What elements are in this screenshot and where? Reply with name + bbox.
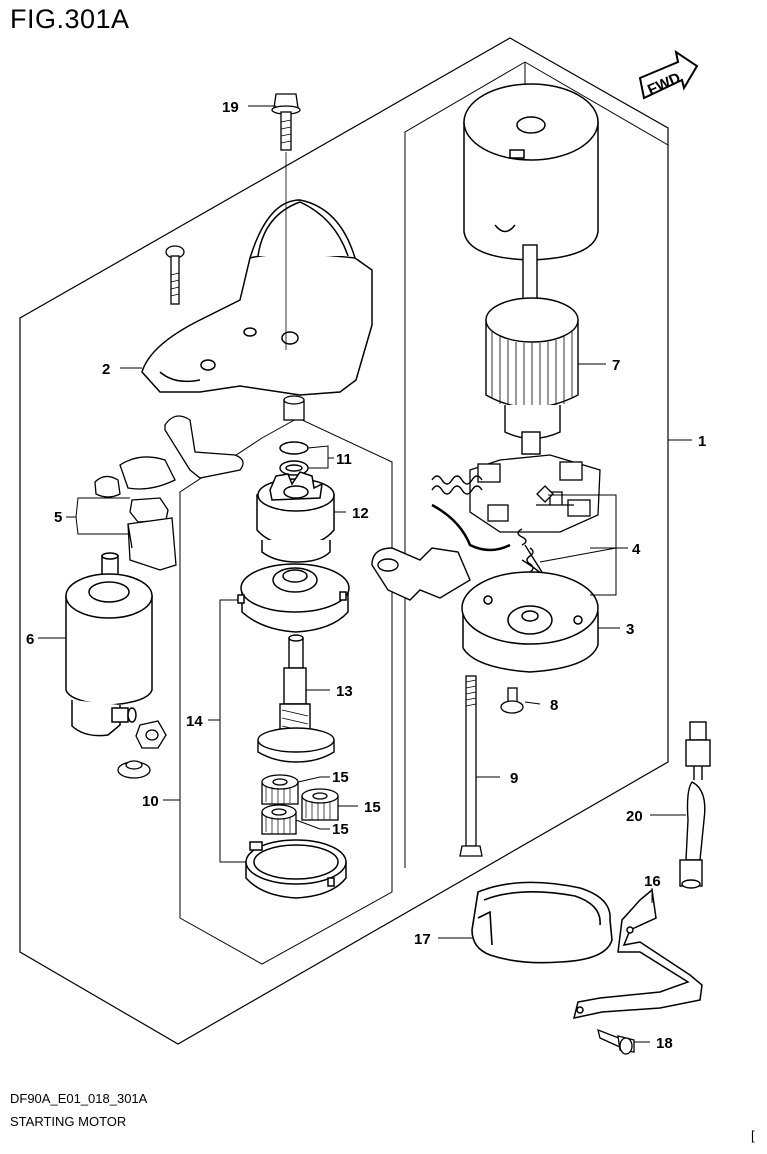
fwd-arrow-icon: FWD: [638, 49, 699, 100]
front-housing: [141, 199, 373, 396]
callout-14: 14: [186, 713, 203, 730]
snap-ring: [279, 441, 309, 455]
callout-18: 18: [656, 1035, 673, 1052]
packing-piece: [129, 497, 169, 523]
callout-15b: 15: [364, 799, 381, 816]
mounting-bracket: [572, 888, 703, 1019]
drive-subassembly-outline: [179, 417, 393, 965]
terminal-lug: [371, 547, 471, 601]
callout-19: 19: [222, 99, 239, 116]
callout-15c: 15: [332, 821, 349, 838]
figure-code: DF90A_E01_018_301A: [10, 1091, 148, 1106]
callout-1: 1: [698, 433, 706, 450]
end-cover: [461, 571, 599, 673]
pinion-gear: [256, 471, 335, 563]
callout-12: 12: [352, 505, 369, 522]
figure-caption: STARTING MOTOR: [10, 1114, 127, 1129]
nut: [117, 760, 151, 779]
brush-holder: [469, 454, 601, 533]
brush-spring: [431, 475, 483, 495]
housing-bolt: [271, 93, 301, 151]
motor-subassembly-outline: [404, 61, 669, 868]
corner-mark: [: [751, 1128, 755, 1143]
callout-20: 20: [626, 808, 643, 825]
callout-13: 13: [336, 683, 353, 700]
bracket-bolt: [597, 1028, 635, 1055]
solenoid: [65, 552, 153, 737]
screw: [500, 687, 524, 714]
through-bolt: [459, 675, 483, 857]
planet-gear: [261, 804, 297, 835]
brush-lead-wire: [431, 503, 511, 552]
bushing: [283, 395, 305, 421]
callout-10: 10: [142, 793, 159, 810]
callout-11: 11: [336, 451, 352, 468]
output-shaft: [257, 634, 335, 763]
drive-cover: [237, 563, 350, 633]
callout-8: 8: [550, 697, 558, 714]
shift-lever: [94, 415, 244, 498]
callout-7: 7: [612, 357, 620, 374]
leader-lines: [38, 105, 692, 1043]
mounting-band: [471, 881, 613, 964]
housing-screw: [165, 245, 185, 305]
stop-ring: [279, 460, 309, 476]
outer-assembly-outline: [19, 37, 669, 1045]
motor-yoke: [463, 83, 599, 261]
nut: [135, 720, 167, 749]
callout-5: 5: [54, 509, 62, 526]
callout-9: 9: [510, 770, 518, 787]
callout-3: 3: [626, 621, 634, 638]
callout-4: 4: [632, 541, 641, 558]
planet-gear: [301, 788, 339, 821]
callout-labels: 1 2 3 4 5 6 7 8 9 10 11 12 13 14 15 15 1…: [26, 99, 706, 1052]
internal-gear-ring: [245, 839, 347, 899]
packing-piece: [127, 517, 177, 571]
planet-gear: [261, 774, 299, 805]
callout-16: 16: [644, 873, 661, 890]
callout-2: 2: [102, 361, 110, 378]
lead-wire: [679, 721, 711, 889]
figure-title: FIG.301A: [10, 4, 130, 34]
callout-17: 17: [414, 931, 431, 948]
callout-15a: 15: [332, 769, 349, 786]
callout-6: 6: [26, 631, 34, 648]
armature: [485, 244, 579, 455]
